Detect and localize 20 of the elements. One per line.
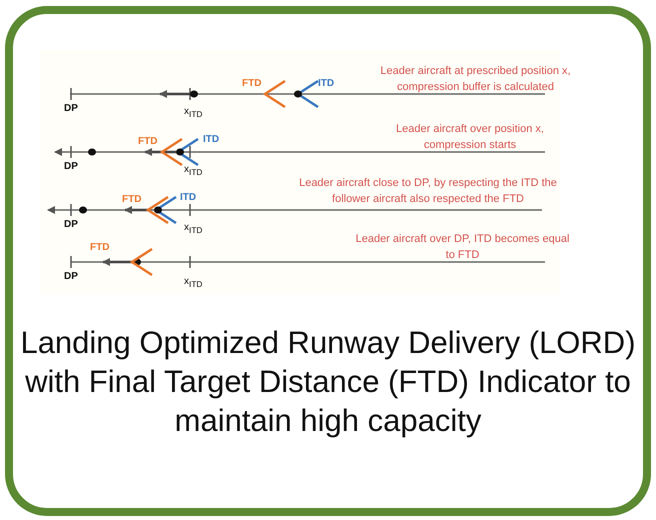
annotation-text: Leader aircraft at prescribed position x, compression buffer is calculated (379, 64, 572, 95)
annotation-text: Leader aircraft close to DP, by respecting the ITD the follower aircraft also respected the FTD (298, 176, 558, 207)
point-label: DP (64, 219, 78, 230)
distance-label: FTD (242, 78, 262, 89)
position-label: x$_{ITD}$ (184, 164, 202, 177)
annotation-text: Leader aircraft over position x, compression starts (395, 122, 545, 153)
distance-label: ITD (180, 192, 196, 203)
distance-label: FTD (122, 194, 142, 205)
annotation-text: Leader aircraft over DP, ITD becomes equal to FTD (355, 232, 570, 263)
distance-label: FTD (138, 136, 158, 147)
point-label: DP (64, 271, 78, 282)
position-label: x$_{ITD}$ (184, 106, 202, 119)
point-label: DP (64, 103, 78, 114)
point-label: DP (64, 161, 78, 172)
position-label: x$_{ITD}$ (184, 276, 202, 289)
position-label: x$_{ITD}$ (184, 222, 202, 235)
caption: Landing Optimized Runway Delivery (LORD) with Final Target Distance (FTD) Indicator to maintain high capacity (20, 324, 636, 440)
distance-label: ITD (318, 78, 334, 89)
distance-label: FTD (90, 242, 110, 253)
distance-label: ITD (203, 134, 220, 145)
